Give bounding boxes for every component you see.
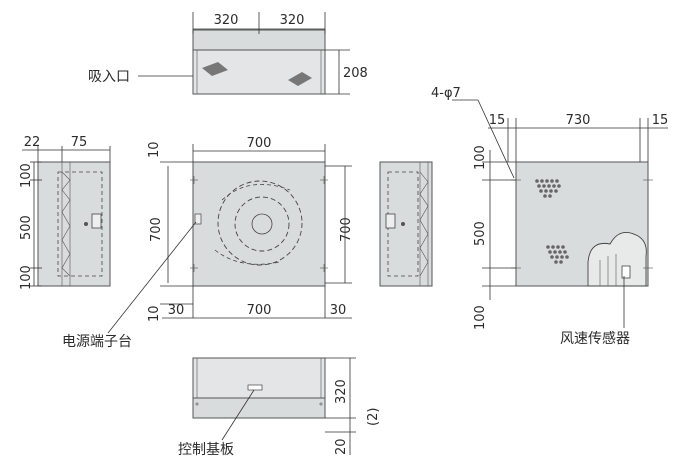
dim-bottom-20: 20 <box>334 438 349 455</box>
label-control-board: 控制基板 <box>178 441 234 458</box>
top-intake-grille-right <box>288 72 312 86</box>
rear-vent-holes-lower <box>546 245 569 264</box>
dim-left-100a: 100 <box>19 163 34 188</box>
top-view: 320 320 208 吸入口 <box>88 12 368 95</box>
dim-front-700-right: 700 <box>339 217 354 242</box>
dim-front-30-right: 30 <box>330 303 347 318</box>
control-board-port <box>247 384 263 391</box>
dim-bottom-2: (2) <box>366 408 381 426</box>
dim-bottom-320: 320 <box>334 379 349 404</box>
label-intake: 吸入口 <box>88 69 130 85</box>
bottom-body-lower <box>192 397 326 419</box>
dim-rear-100a: 100 <box>473 145 488 170</box>
right-side-view <box>379 161 433 287</box>
dim-front-10-top: 10 <box>147 141 162 158</box>
dim-rear-500: 500 <box>473 221 488 246</box>
dim-left-22: 22 <box>24 135 41 150</box>
dim-front-700-left: 700 <box>149 217 164 242</box>
dim-top-320a: 320 <box>214 13 239 28</box>
bottom-body-upper <box>192 357 326 399</box>
dim-top-208: 208 <box>343 66 368 81</box>
fan-inner-circle <box>234 196 290 252</box>
leader-power-terminal <box>107 221 197 334</box>
fan-hub <box>251 213 273 235</box>
rear-view: 15 730 15 4-φ7 100 500 100 风速传感器 <box>431 86 668 347</box>
dim-left-500: 500 <box>19 215 34 240</box>
dim-rear-phi: 4-φ7 <box>431 86 461 101</box>
dim-front-700-top: 700 <box>247 136 272 151</box>
dim-front-700-bot: 700 <box>247 303 272 318</box>
bottom-view: 320 20 (2) 控制基板 <box>178 357 381 458</box>
left-side-terminal-box <box>91 213 102 229</box>
leader-control-board <box>221 389 255 441</box>
dim-rear-730: 730 <box>566 113 591 128</box>
front-terminal <box>194 213 202 225</box>
dim-rear-15a: 15 <box>489 113 506 128</box>
rear-vent-holes-upper <box>535 179 561 198</box>
dim-top-320b: 320 <box>280 13 305 28</box>
left-side-view: 22 75 100 500 100 <box>19 135 111 290</box>
dim-rear-15b: 15 <box>652 113 669 128</box>
label-wind-sensor: 风速传感器 <box>560 330 630 347</box>
top-intake-grille-left <box>202 62 228 76</box>
right-side-terminal-box <box>385 213 396 229</box>
label-power-terminal: 电源端子台 <box>62 334 132 350</box>
wind-sensor-housing <box>587 231 647 287</box>
wind-sensor-element <box>621 265 631 279</box>
dim-left-100b: 100 <box>19 265 34 290</box>
dim-left-75: 75 <box>71 135 88 150</box>
front-view: 700 10 700 700 10 30 700 30 电源端子台 <box>62 136 354 350</box>
fan-outer-circle <box>217 180 303 266</box>
dim-rear-100b: 100 <box>473 305 488 330</box>
leader-rear-phi <box>477 99 515 179</box>
dim-front-30-left: 30 <box>168 303 185 318</box>
dim-front-10-bot: 10 <box>147 305 162 322</box>
